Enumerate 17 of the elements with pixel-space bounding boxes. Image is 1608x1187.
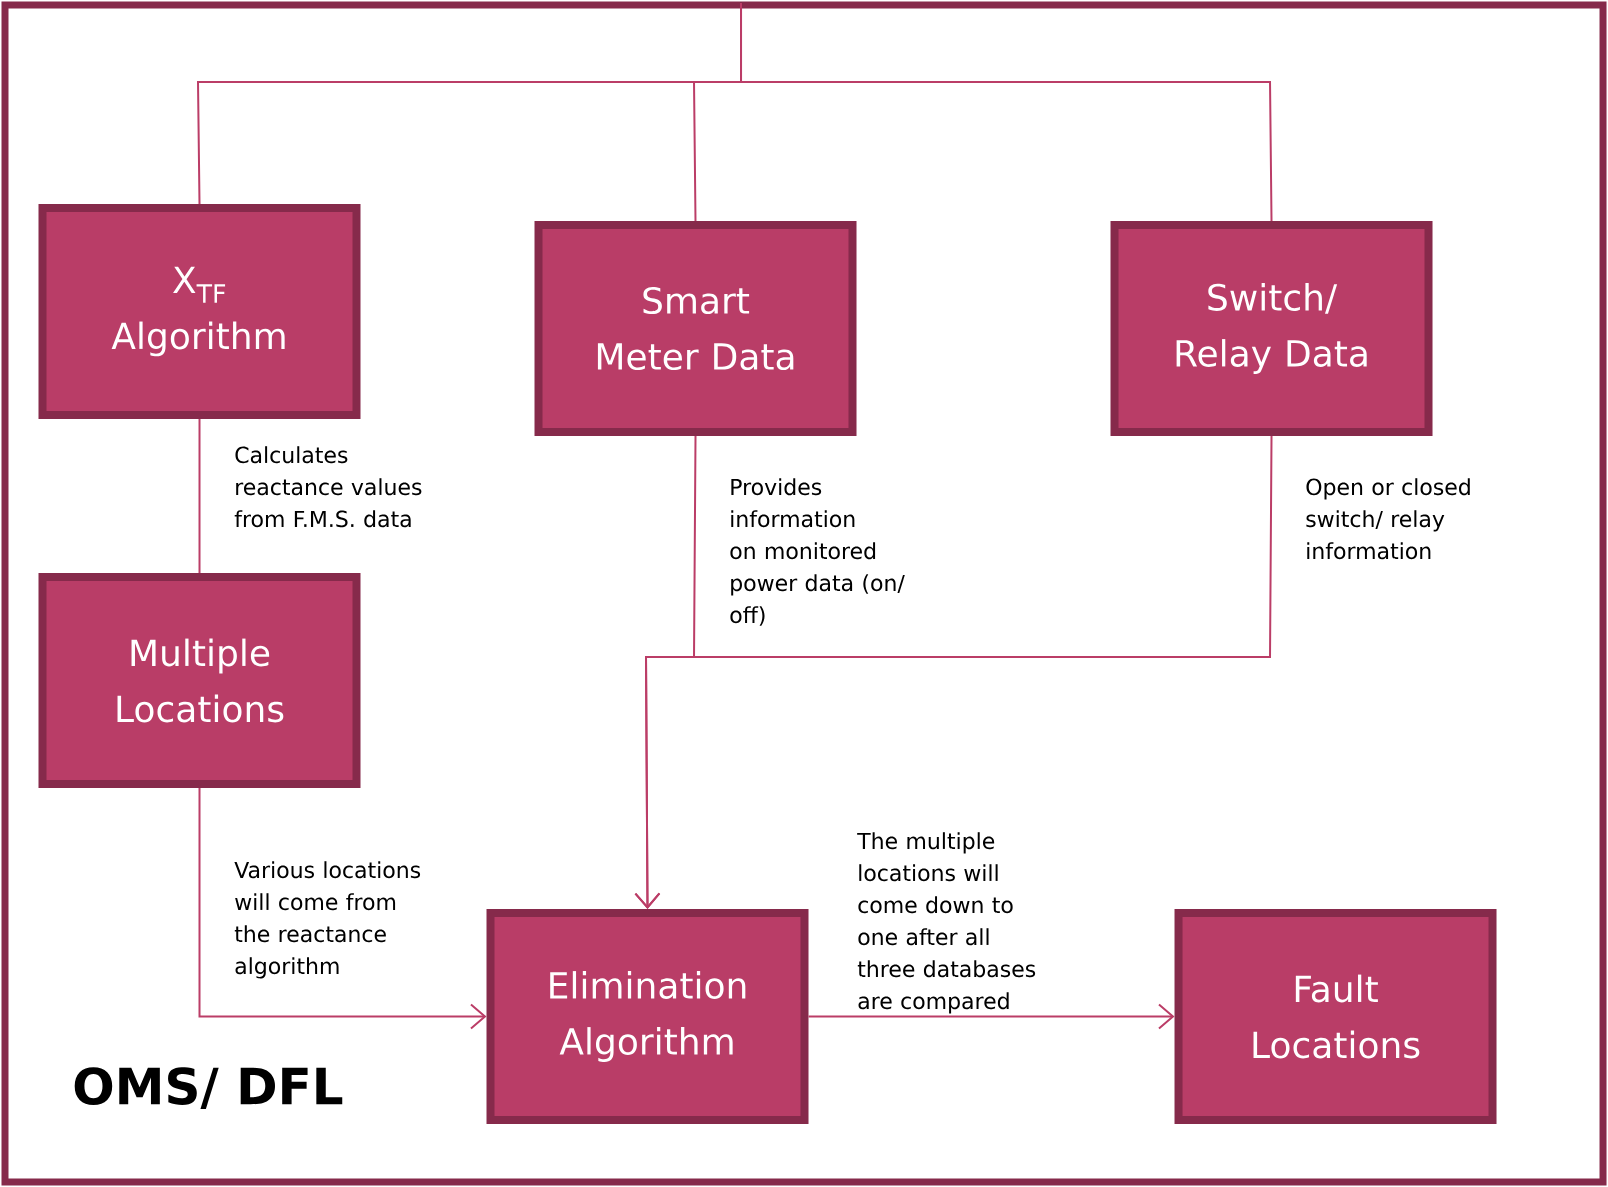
connector — [634, 435, 1273, 909]
process-box: Fault Locations — [1174, 909, 1497, 1124]
diagram-title: OMS/ DFL — [74, 1067, 343, 1109]
process-box: X$_{TF}$ Algorithm — [38, 204, 361, 419]
edge-label: The multiple locations will come down to one after all three databases are compared — [857, 832, 1036, 1014]
process-box: Switch/ Relay Data — [1110, 221, 1433, 436]
process-box: Elimination Algorithm — [486, 909, 809, 1124]
process-box: Multiple Locations — [38, 573, 361, 788]
edge-label: Various locations will come from the reactance algorithm — [234, 861, 421, 979]
process-box: Smart Meter Data — [534, 221, 857, 436]
connector — [198, 787, 487, 1030]
connector — [198, 418, 201, 574]
edge-label: Calculates reactance values from F.M.S. data — [234, 446, 422, 528]
connector — [807, 1003, 1175, 1030]
connector — [740, 2, 1273, 222]
edge-label: Open or closed switch/ relay information — [1306, 478, 1470, 560]
edge-label: Provides information on monitored power data (on/ off) — [730, 478, 905, 626]
